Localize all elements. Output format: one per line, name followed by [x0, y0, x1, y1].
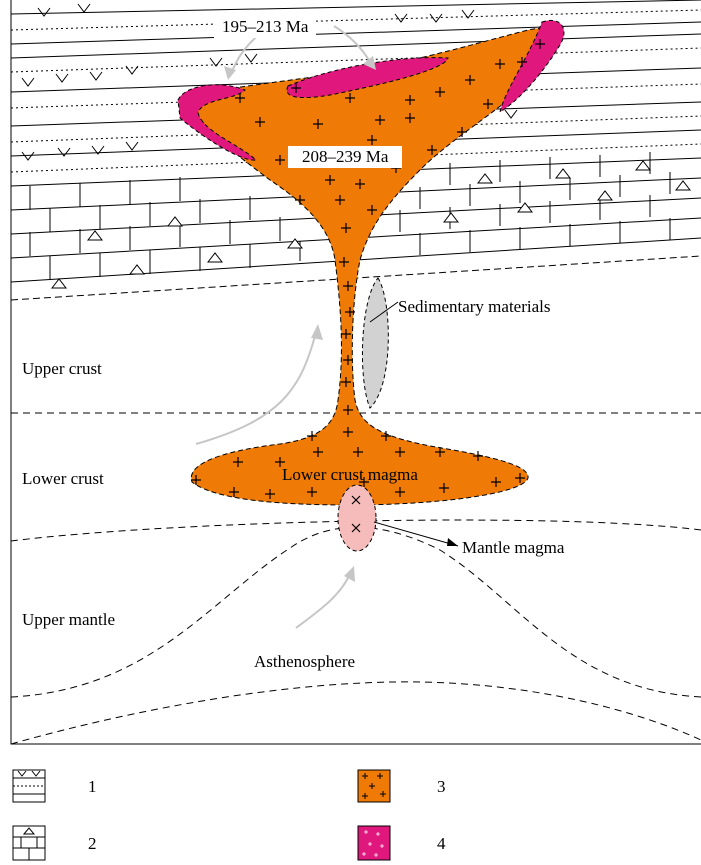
legend-number-3: 3	[437, 777, 446, 797]
legend-number-4: 4	[437, 834, 446, 854]
upper-crust-label: Upper crust	[22, 359, 102, 379]
lower-crust-magma-label: Lower crust magma	[282, 465, 418, 485]
legend-swatch-1	[13, 770, 45, 802]
legend-swatch-4	[358, 826, 390, 860]
age-label-inner: 208–239 Ma	[288, 146, 402, 168]
sedimentary-lens	[362, 278, 388, 408]
legend-swatch-3	[358, 770, 390, 802]
sedimentary-materials-label: Sedimentary materials	[398, 297, 550, 317]
age-label-outer: 195–213 Ma	[214, 16, 316, 38]
mantle-magma-body	[338, 485, 376, 551]
legend-number-2: 2	[88, 834, 97, 854]
mantle-magma-label: Mantle magma	[462, 538, 564, 558]
asthenosphere-label: Asthenosphere	[254, 652, 355, 672]
upper-mantle-label: Upper mantle	[22, 610, 115, 630]
legend-number-1: 1	[88, 777, 97, 797]
lower-crust-label: Lower crust	[22, 469, 104, 489]
legend-swatch-2	[13, 826, 45, 860]
